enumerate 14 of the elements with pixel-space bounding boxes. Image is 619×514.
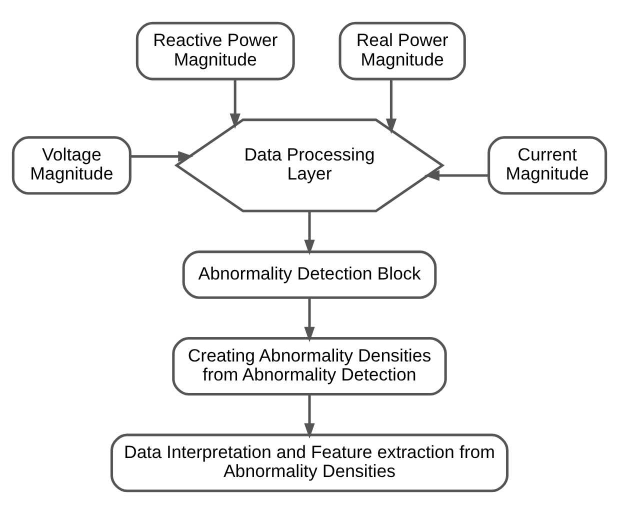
arrow bbox=[424, 170, 489, 181]
arrow bbox=[304, 298, 315, 342]
node-box: Data Interpretation and Feature extraction from Abnormality Densities bbox=[110, 434, 509, 492]
arrow bbox=[304, 394, 315, 439]
node-box: Voltage Magnitude bbox=[12, 136, 132, 195]
arrow bbox=[130, 151, 194, 162]
node-box: Current Magnitude bbox=[488, 136, 608, 195]
arrow bbox=[386, 79, 397, 134]
arrow bbox=[304, 211, 315, 256]
arrow bbox=[230, 79, 240, 129]
node-box: Real Power Magnitude bbox=[338, 22, 466, 80]
node-box: Abnormality Detection Block bbox=[182, 250, 437, 299]
node-box: Creating Abnormality Densities from Abnormality Detection bbox=[172, 337, 447, 396]
node-box: Reactive Power Magnitude bbox=[136, 22, 295, 80]
